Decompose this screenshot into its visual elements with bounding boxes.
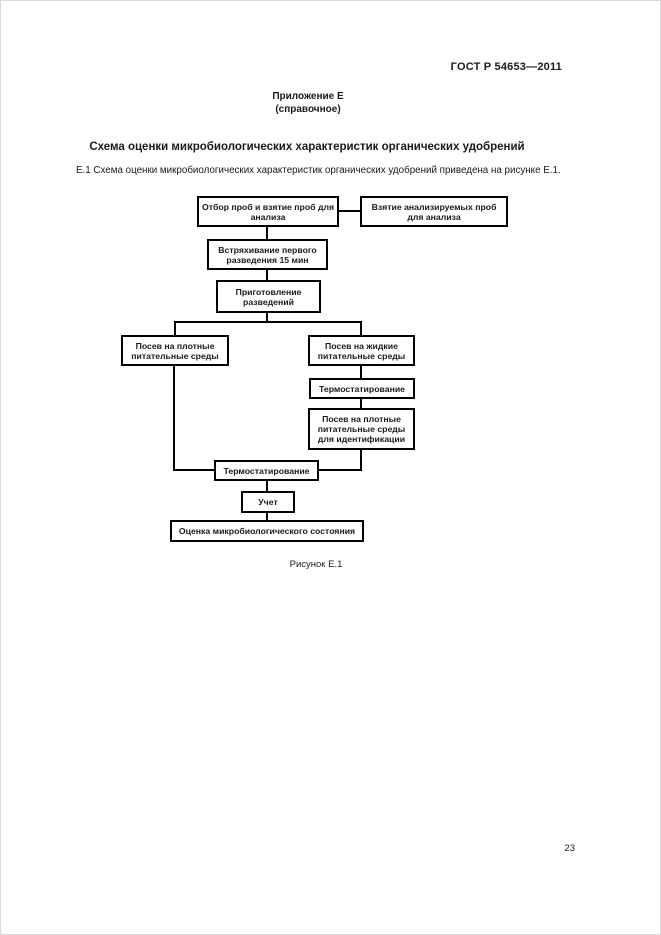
paragraph-e1: Е.1 Схема оценки микробиологических хара… [76, 165, 561, 176]
document-number: ГОСТ Р 54653—2011 [450, 61, 562, 73]
flowchart-box-identification-media: Посев на плотные питательные среды для и… [308, 408, 415, 450]
connector-line [266, 313, 268, 323]
document-title: Схема оценки микробиологических характер… [89, 141, 525, 153]
connector-line [319, 469, 362, 471]
connector-line [339, 210, 360, 212]
appendix-heading: Приложение Е (справочное) [1, 90, 615, 116]
connector-line [173, 366, 175, 471]
flowchart-box-liquid-media: Посев на жидкие питательные среды [308, 335, 415, 366]
connector-line [360, 450, 362, 471]
flowchart-figure: Отбор проб и взятие проб для анализа Взя… [1, 1, 661, 561]
flowchart-box-dilution-preparation: Приготовление разведений [216, 280, 321, 313]
flowchart-box-thermostating-1: Термостатирование [309, 378, 415, 399]
flowchart-box-counting: Учет [241, 491, 295, 513]
flowchart-box-sampling: Отбор проб и взятие проб для анализа [197, 196, 339, 227]
connector-line [266, 227, 268, 239]
flowchart-box-taking-analyzed-samples: Взятие анализируемых проб для анализа [360, 196, 508, 227]
connector-line [266, 270, 268, 280]
page-number: 23 [564, 843, 575, 854]
connector-line [360, 399, 362, 408]
flowchart-box-assessment: Оценка микробиологического состояния [170, 520, 364, 542]
connector-line [174, 323, 176, 335]
appendix-title: Приложение Е [272, 91, 344, 102]
connector-line [174, 321, 362, 323]
figure-caption: Рисунок Е.1 [289, 559, 343, 570]
connector-line [266, 513, 268, 520]
connector-line [360, 323, 362, 335]
connector-line [360, 366, 362, 378]
connector-line [173, 469, 214, 471]
connector-line [266, 481, 268, 491]
appendix-subtitle: (справочное) [275, 104, 341, 115]
flowchart-box-solid-media: Посев на плотные питательные среды [121, 335, 229, 366]
flowchart-box-shaking: Встряхивание первого разведения 15 мин [207, 239, 328, 270]
flowchart-box-thermostating-2: Термостатирование [214, 460, 319, 481]
